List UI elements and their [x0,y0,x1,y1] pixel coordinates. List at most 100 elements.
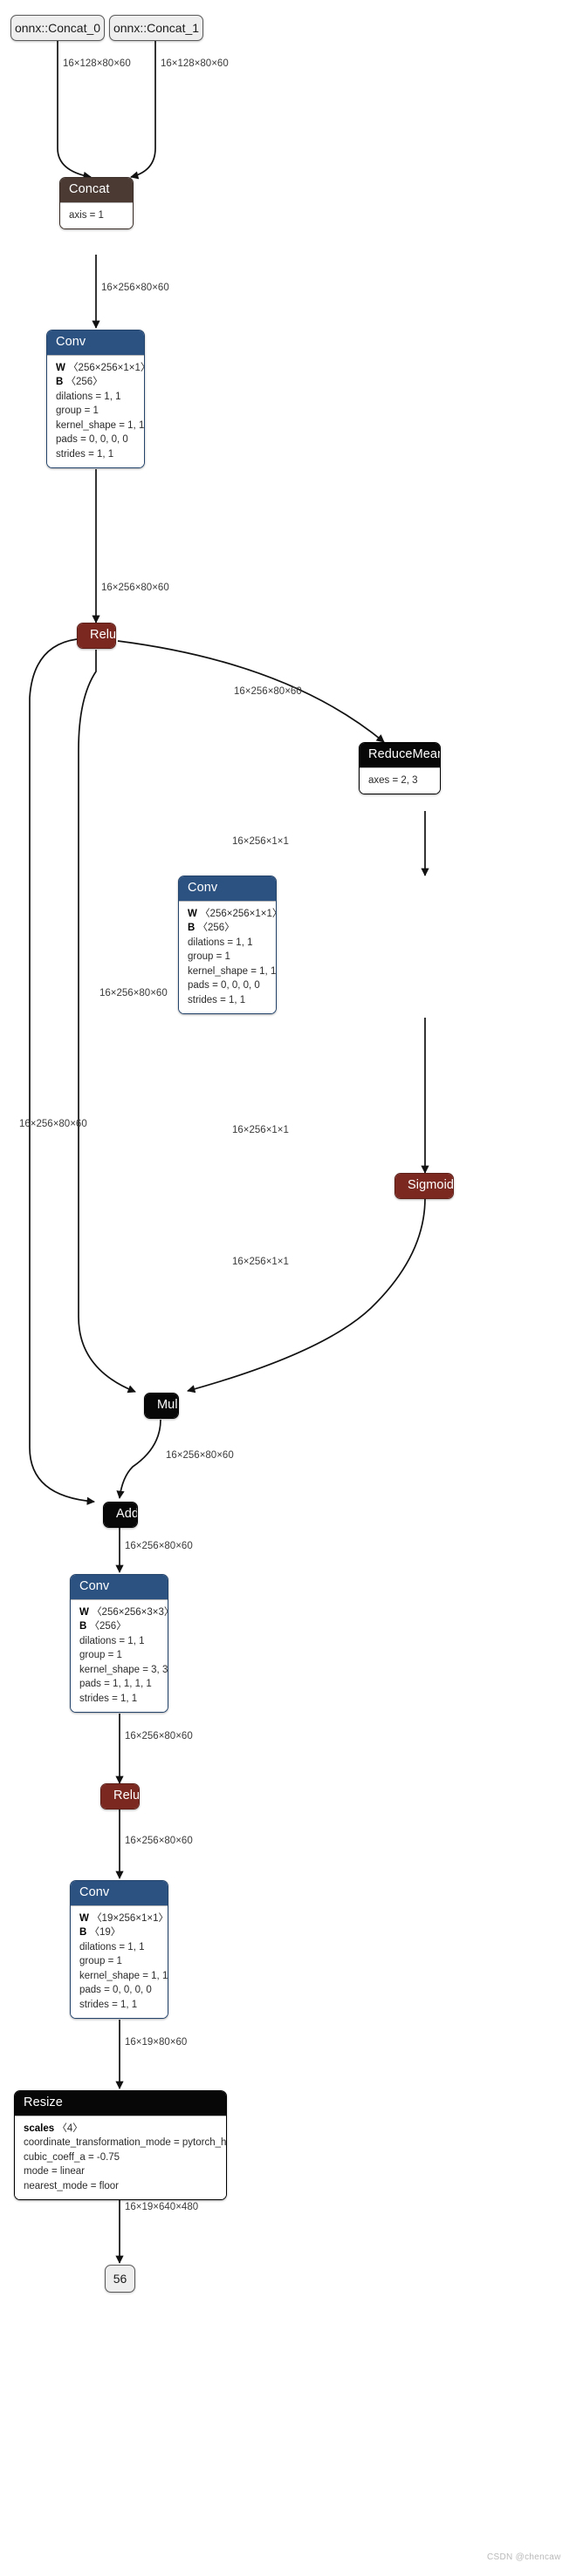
attr-weight-key: W [79,1912,89,1924]
attr-strides: strides = 1, 1 [56,448,114,460]
attr-bias-dims: 〈19〉 [89,1927,121,1938]
edge-label-conv1-relu1: 16×256×80×60 [101,583,169,593]
edge-label-sigmoid-mul: 16×256×1×1 [232,1257,289,1267]
node-reducemean-header: ReduceMean [360,743,440,767]
node-reducemean[interactable]: ReduceMean axes = 2, 3 [359,742,441,794]
node-conv-2-header: Conv [179,876,276,901]
node-relu-1[interactable]: Relu [77,623,116,649]
node-sigmoid[interactable]: Sigmoid [394,1173,454,1199]
attr-group: group = 1 [79,1650,122,1660]
edge-label-relu2-conv4: 16×256×80×60 [125,1836,193,1846]
attr-weight-dims: 〈19×256×1×1〉 [92,1912,168,1924]
graph-output-label: 56 [113,2272,127,2286]
attr-weight-key: W [188,908,197,919]
node-add-header: Add [104,1503,137,1527]
attr-bias-key: B [79,1927,87,1938]
attr-group: group = 1 [188,951,230,962]
edge-in1-concat [130,41,156,180]
attr-pads: pads = 1, 1, 1, 1 [79,1679,152,1689]
attr-weight-dims: 〈256×256×1×1〉 [68,362,145,373]
node-conv-1-header: Conv [47,331,144,355]
node-concat-header: Concat [60,178,133,202]
graph-output-56[interactable]: 56 [105,2265,135,2293]
node-conv-1-attributes: W 〈256×256×1×1〉 B 〈256〉 dilations = 1, 1… [47,354,145,467]
attr-group: group = 1 [79,1956,122,1966]
edge-sigmoid-mul [187,1197,426,1394]
node-relu-2-header: Relu [101,1784,139,1809]
node-concat-attributes: axis = 1 [60,201,133,228]
attr-weight-dims: 〈256×256×1×1〉 [200,908,277,919]
attr-weight: W 〈19×256×1×1〉 [79,1912,168,1926]
edge-relu1-mul [78,650,136,1394]
graph-input-label: onnx::Concat_0 [14,21,101,35]
attr-dilations: dilations = 1, 1 [188,937,253,948]
attr-bias: B 〈256〉 [188,921,267,936]
node-relu-2[interactable]: Relu [100,1783,140,1809]
attr-scales: scales 〈4〉 [24,2122,217,2136]
attr-bias-key: B [56,377,64,387]
graph-input-label: onnx::Concat_1 [113,21,200,35]
edge-relu1-add [29,638,95,1505]
node-conv-3[interactable]: Conv W 〈256×256×3×3〉 B 〈256〉 dilations =… [70,1574,168,1713]
attr-strides: strides = 1, 1 [79,1999,138,2010]
attr-pads: pads = 0, 0, 0, 0 [188,980,260,991]
attr-mode: mode = linear [24,2166,85,2177]
attr-weight: W 〈256×256×1×1〉 [188,907,276,922]
attr-dilations: dilations = 1, 1 [79,1635,145,1646]
edge-label-conv4-resize: 16×19×80×60 [125,2037,188,2048]
attr-axis: axis = 1 [69,209,104,221]
node-conv-3-header: Conv [71,1575,168,1599]
edge-label-conv3-relu2: 16×256×80×60 [125,1731,193,1741]
attr-kernel-shape: kernel_shape = 1, 1 [56,419,145,431]
attr-bias-key: B [79,1621,87,1632]
node-mul[interactable]: Mul [144,1393,179,1419]
attr-pads: pads = 0, 0, 0, 0 [79,1985,152,1995]
node-concat[interactable]: Concat axis = 1 [59,177,134,229]
edge-label-reducemean-conv2: 16×256×1×1 [232,836,289,847]
attr-weight: W 〈256×256×1×1〉 [56,361,144,376]
graph-input-onnx-concat-0[interactable]: onnx::Concat_0 [10,15,105,41]
attr-bias: B 〈256〉 [79,1619,159,1634]
node-conv-2[interactable]: Conv W 〈256×256×1×1〉 B 〈256〉 dilations =… [178,876,277,1014]
attr-bias-dims: 〈256〉 [65,377,103,387]
attr-dilations: dilations = 1, 1 [56,391,121,402]
attr-weight-dims: 〈256×256×3×3〉 [92,1606,168,1618]
attr-pads: pads = 0, 0, 0, 0 [56,434,128,445]
attr-group: group = 1 [56,405,99,416]
node-conv-4-attributes: W 〈19×256×1×1〉 B 〈19〉 dilations = 1, 1 g… [71,1905,168,2018]
edge-label-relu1-mul: 16×256×80×60 [99,988,168,998]
node-reducemean-attributes: axes = 2, 3 [360,767,440,794]
attr-axes: axes = 2, 3 [368,774,418,786]
attr-bias-key: B [188,923,195,933]
attr-scales-key: scales [24,2123,55,2134]
node-conv-4[interactable]: Conv W 〈19×256×1×1〉 B 〈19〉 dilations = 1… [70,1880,168,2019]
attr-scales-dims: 〈4〉 [57,2123,83,2134]
attr-weight: W 〈256×256×3×3〉 [79,1605,168,1620]
attr-bias-dims: 〈256〉 [89,1621,127,1632]
node-conv-3-attributes: W 〈256×256×3×3〉 B 〈256〉 dilations = 1, 1… [71,1598,168,1712]
edge-label-conv2-sigmoid: 16×256×1×1 [232,1125,289,1135]
node-resize[interactable]: Resize scales 〈4〉 coordinate_transformat… [14,2090,227,2200]
attr-dilations: dilations = 1, 1 [79,1941,145,1952]
attr-weight-key: W [79,1606,89,1618]
node-conv-1[interactable]: Conv W 〈256×256×1×1〉 B 〈256〉 dilations =… [46,330,145,468]
edge-mul-add [116,1419,161,1499]
watermark: CSDN @chencaw [487,2552,561,2562]
attr-kernel-shape: kernel_shape = 1, 1 [188,965,277,977]
edge-label-relu1-reducemean: 16×256×80×60 [234,686,302,697]
edge-label-resize-out56: 16×19×640×480 [125,2202,199,2212]
node-add[interactable]: Add [103,1502,138,1528]
node-resize-attributes: scales 〈4〉 coordinate_transformation_mod… [15,2115,227,2199]
attr-weight-key: W [56,362,65,373]
graph-input-onnx-concat-1[interactable]: onnx::Concat_1 [109,15,203,41]
attr-cubic-coeff-a: cubic_coeff_a = -0.75 [24,2151,120,2163]
node-conv-2-attributes: W 〈256×256×1×1〉 B 〈256〉 dilations = 1, 1… [179,900,277,1013]
attr-bias-dims: 〈256〉 [197,923,235,933]
node-relu-1-header: Relu [78,624,115,648]
attr-kernel-shape: kernel_shape = 3, 3 [79,1664,168,1675]
attr-bias: B 〈256〉 [56,375,135,390]
edge-label-mul-add: 16×256×80×60 [166,1450,234,1461]
attr-bias: B 〈19〉 [79,1925,159,1940]
attr-coordinate-transformation-mode: coordinate_transformation_mode = pytorch… [24,2137,227,2148]
